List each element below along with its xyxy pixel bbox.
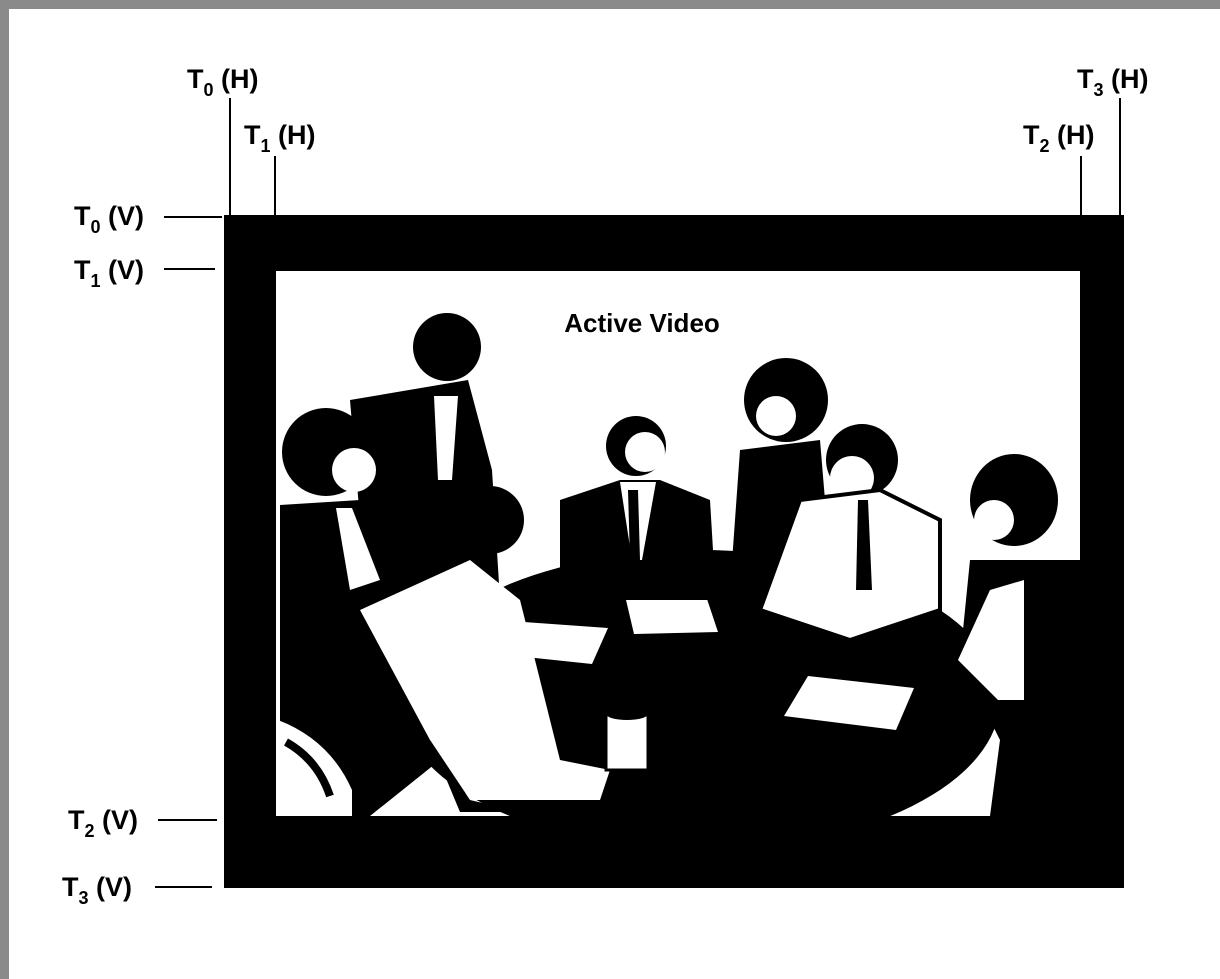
t0h-label: T0 (H): [187, 64, 259, 100]
t1h-label: T1 (H): [244, 120, 316, 156]
t3v-label: T3 (V): [62, 872, 132, 908]
t2h-label: T2 (H): [1023, 120, 1095, 156]
t3h-label: T3 (H): [1077, 64, 1149, 100]
active-video-label: Active Video: [564, 308, 720, 338]
meeting-illustration: [278, 313, 1080, 850]
t2v-label: T2 (V): [68, 805, 138, 841]
t1v-label: T1 (V): [74, 255, 144, 291]
t0v-label: T0 (V): [74, 201, 144, 237]
